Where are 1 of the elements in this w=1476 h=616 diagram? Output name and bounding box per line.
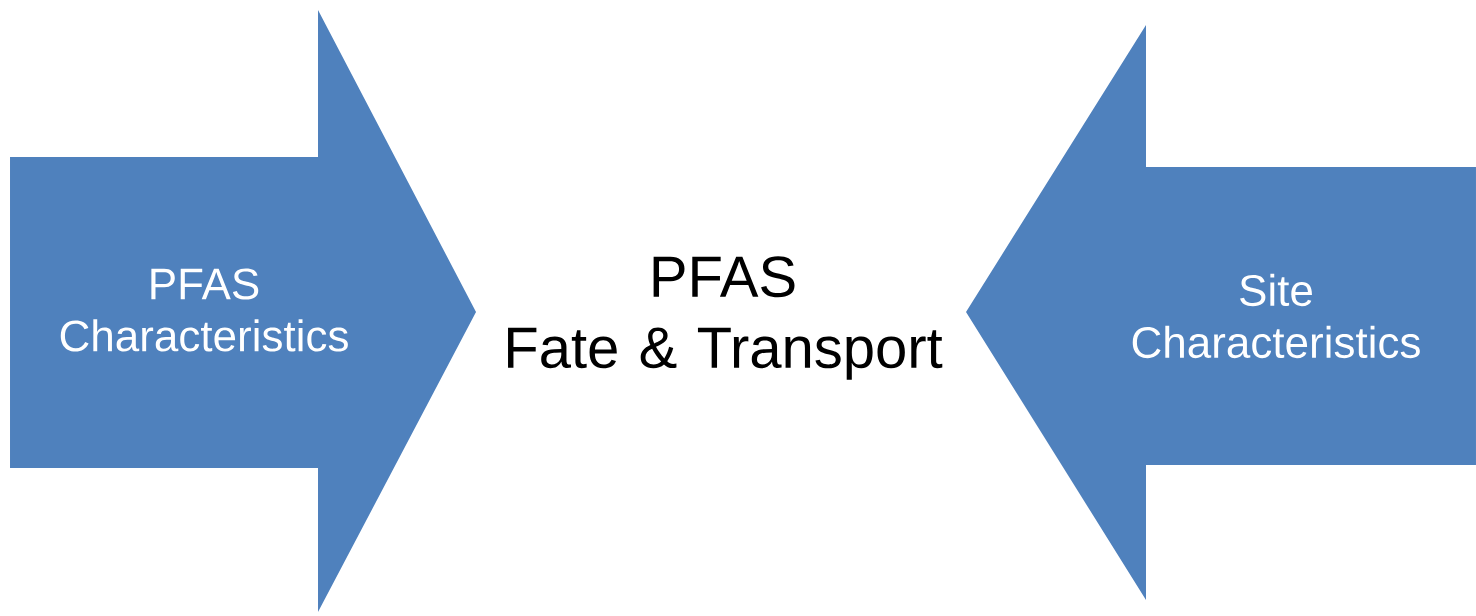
- center-text: PFAS Fate & Transport: [508, 256, 943, 380]
